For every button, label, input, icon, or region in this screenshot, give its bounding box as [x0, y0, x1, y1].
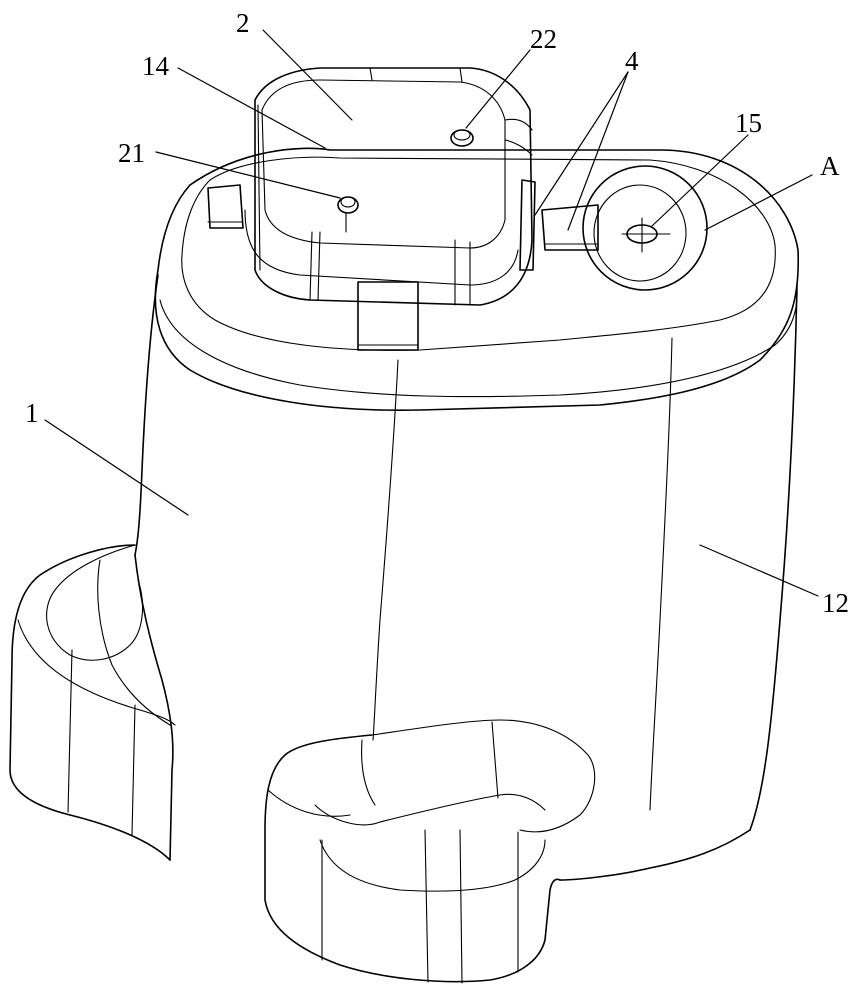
label-22: 22	[530, 24, 557, 54]
round-port	[582, 165, 708, 291]
label-21: 21	[118, 138, 145, 168]
label-12: 12	[822, 588, 849, 618]
top-cap	[244, 67, 533, 306]
label-1: 1	[25, 398, 39, 428]
label-15: 15	[735, 108, 762, 138]
leader-lines	[44, 29, 819, 597]
label-14: 14	[142, 51, 170, 81]
reference-labels: 2 14 21 22 4 15 A 1 12	[25, 8, 849, 618]
label-4: 4	[625, 46, 639, 76]
label-a: A	[820, 151, 840, 181]
label-2: 2	[236, 8, 250, 38]
front-foot	[264, 719, 596, 984]
main-body	[134, 147, 800, 881]
clips	[207, 179, 599, 351]
left-foot	[9, 544, 176, 861]
